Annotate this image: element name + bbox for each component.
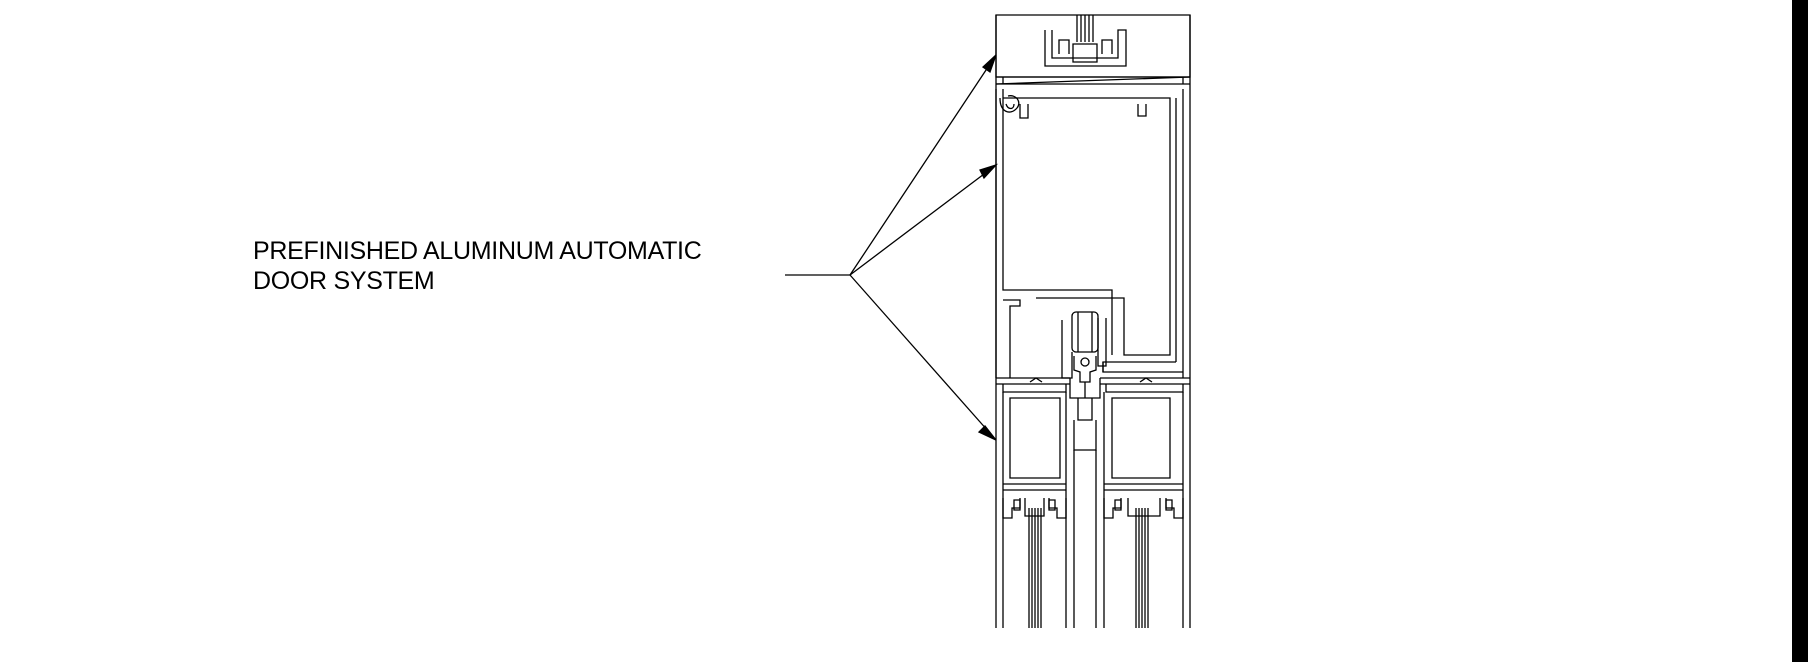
callout-leaders <box>785 54 999 441</box>
callout-note: PREFINISHED ALUMINUM AUTOMATIC DOOR SYST… <box>253 236 702 296</box>
arrowhead-stile <box>977 425 997 441</box>
transom-rail <box>996 378 1190 392</box>
callout-line-2: DOOR SYSTEM <box>253 267 435 295</box>
leader-to-header <box>850 165 996 275</box>
leader-to-head <box>850 55 996 275</box>
door-meeting-gap <box>1074 450 1096 628</box>
roller-track-assembly <box>1062 312 1106 450</box>
top-frame-head <box>996 15 1190 84</box>
callout-line-1: PREFINISHED ALUMINUM AUTOMATIC <box>253 237 702 265</box>
arrowhead-head <box>981 54 997 74</box>
door-frame-section <box>996 15 1190 628</box>
door-header-box <box>996 89 1183 378</box>
sheet-border <box>1792 0 1808 662</box>
arrowhead-header <box>979 163 999 180</box>
left-door-stile <box>1003 392 1066 628</box>
right-door-stile <box>1104 392 1183 628</box>
leader-to-stile <box>850 275 996 440</box>
